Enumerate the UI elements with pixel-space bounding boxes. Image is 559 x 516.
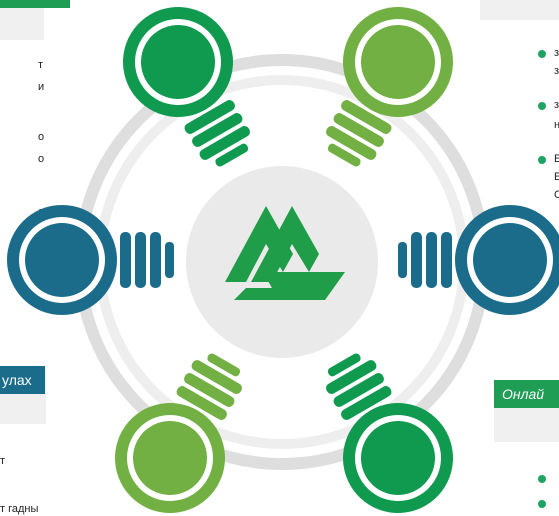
interlocked-triangles-logo [225, 206, 345, 300]
right-header-box [480, 0, 559, 20]
right-fragment: з [554, 47, 559, 59]
bulb-left [7, 205, 174, 315]
bulb-right [398, 205, 559, 315]
right-fragment: з [554, 65, 559, 77]
bullet-icon [538, 500, 546, 508]
bullet-icon [538, 475, 546, 483]
bulb-top-right [326, 7, 453, 167]
right-section-tag: Онлай [494, 380, 559, 408]
bulb-bottom-left [115, 353, 242, 513]
right-fragment: з [554, 99, 559, 111]
left-fragment: о [38, 153, 45, 165]
bulb-top-left [123, 7, 250, 167]
left-fragment: т гадны [0, 503, 39, 515]
left-top-tag [0, 0, 70, 8]
right-fragment: С [554, 189, 559, 201]
bullet-icon [538, 50, 546, 58]
left-fragment: т [0, 455, 6, 467]
bulb-bottom-right [326, 353, 453, 513]
right-fragment: н [554, 119, 559, 131]
right-fragment: Е [554, 153, 559, 165]
left-fragment: т [38, 59, 44, 71]
right-fragment: Е [554, 171, 559, 183]
left-fragment: и [38, 81, 45, 93]
bullet-icon [538, 102, 546, 110]
left-fragment: о [38, 131, 45, 143]
left-section-tag: улах [0, 366, 45, 394]
bullet-icon [538, 156, 546, 164]
